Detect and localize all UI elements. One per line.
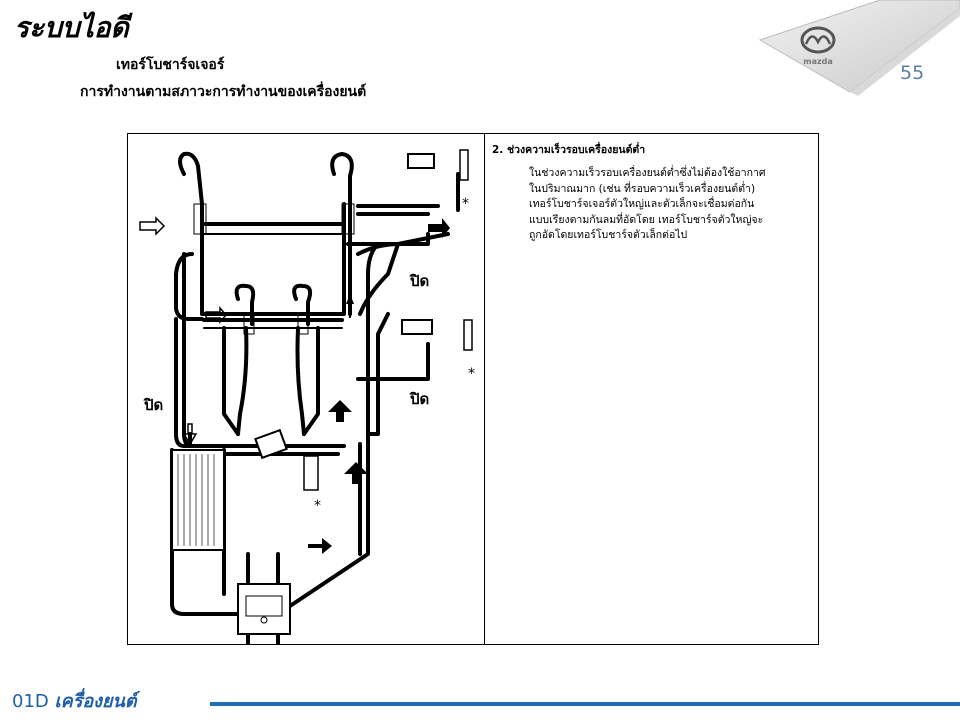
- section-body: ในช่วงความเร็วรอบเครื่องยนต์ต่ำซึ่งไม่ต้…: [529, 167, 766, 242]
- asterisk-lower: *: [314, 498, 321, 514]
- pipe-segment: [178, 151, 204, 206]
- actuator-lower: [254, 428, 288, 460]
- subtitle-turbocharger: เทอร์โบชาร์จเจอร์: [116, 57, 225, 73]
- mazda-emblem-icon: [800, 26, 836, 54]
- flow-arrow-right: [428, 218, 450, 238]
- flow-arrow-up: [328, 400, 352, 422]
- frame-divider: [484, 133, 485, 645]
- catalytic-converter: [171, 449, 225, 551]
- footer-chapter: 01D เครื่องยนต์: [12, 686, 137, 715]
- label-closed-2: ปิด: [409, 390, 429, 408]
- turbo-diagram: ปิด ปิด ปิด * * *: [139, 149, 475, 644]
- actuator-middle: [401, 319, 433, 335]
- mazda-logo-text: mazda: [803, 57, 833, 66]
- page-number: 55: [900, 62, 925, 84]
- page-title: ระบบไอดี: [14, 11, 129, 44]
- footer-code: 01D: [12, 691, 49, 712]
- asterisk-upper: *: [462, 196, 469, 212]
- label-closed-3: ปิด: [143, 396, 163, 414]
- subtitle-operation: การทำงานตามสภาวะการทำงานของเครื่องยนต์: [80, 84, 367, 100]
- actuator-upper: [407, 153, 435, 169]
- footer-name: เครื่องยนต์: [54, 691, 137, 712]
- section-heading: 2. ช่วงความเร็วรอบเครื่องยนต์ต่ำ: [492, 144, 646, 156]
- intake-arrow: [139, 216, 166, 236]
- mazda-logo: mazda: [758, 0, 960, 96]
- label-closed-1: ปิด: [409, 272, 429, 290]
- asterisk-middle: *: [468, 366, 475, 382]
- description-panel: 2. ช่วงความเร็วรอบเครื่องยนต์ต่ำ ในช่วงค…: [492, 143, 812, 244]
- footer-rule: [210, 702, 960, 706]
- content-frame: [127, 133, 819, 645]
